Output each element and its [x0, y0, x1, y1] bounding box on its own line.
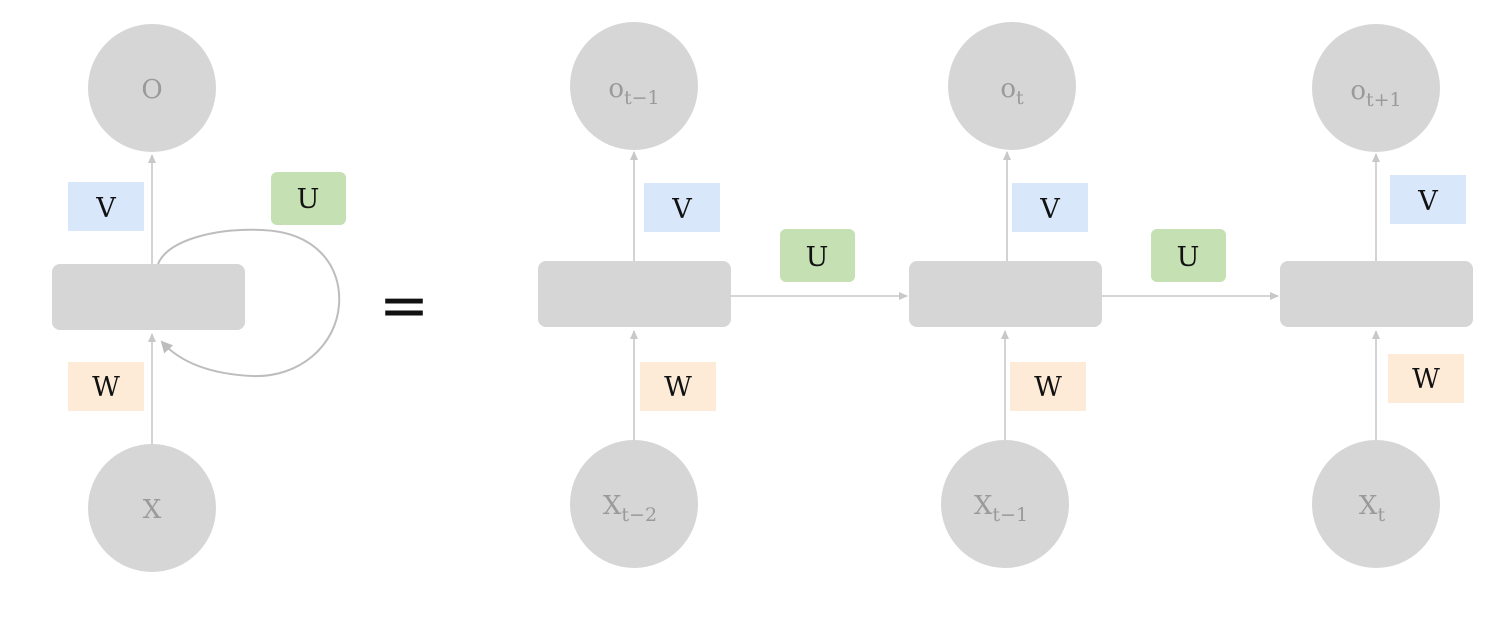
- u-weight-box-2: [1151, 229, 1226, 282]
- folded-w-weight-box: [68, 362, 144, 411]
- folded-v-weight-box: [68, 182, 144, 231]
- u-weight-label-1: U: [806, 242, 829, 273]
- output-label-t-minus-1: ot−1: [608, 74, 659, 109]
- hidden-cell-2: [909, 261, 1102, 327]
- folded-output-label: O: [141, 75, 162, 105]
- u-weight-label-2: U: [1177, 242, 1200, 273]
- unrolled-rnn: ot−1 V W Xt−2 U ot V W: [538, 22, 1473, 568]
- input-label-t-minus-2: Xt−2: [603, 491, 657, 526]
- hidden-cell-3: [1280, 261, 1473, 327]
- v-weight-box-2: [1012, 183, 1088, 232]
- w-weight-box-1: [640, 362, 716, 411]
- folded-hidden-cell: [52, 264, 245, 330]
- folded-u-weight-label: U: [297, 184, 320, 215]
- folded-input-node: [88, 444, 216, 572]
- v-weight-box-1: [644, 183, 720, 232]
- unrolled-step-3: ot+1 V W Xt: [1280, 24, 1473, 568]
- folded-input-label: X: [143, 495, 162, 525]
- v-weight-box-3: [1390, 175, 1466, 224]
- equals-sign: =: [379, 271, 429, 341]
- folded-u-weight-box: [271, 172, 346, 225]
- w-weight-label-2: W: [1034, 372, 1062, 403]
- w-weight-label-3: W: [1412, 364, 1440, 395]
- output-node-t-plus-1: [1312, 24, 1440, 152]
- unrolled-step-1: ot−1 V W Xt−2: [538, 22, 731, 568]
- unrolled-step-2: ot V W Xt−1: [909, 22, 1102, 568]
- input-label-t-minus-1: Xt−1: [974, 491, 1028, 526]
- input-node-t-minus-1: [941, 440, 1069, 568]
- input-node-t-minus-2: [570, 440, 698, 568]
- output-label-t-plus-1: ot+1: [1350, 76, 1401, 111]
- u-weight-box-1: [780, 229, 855, 282]
- folded-rnn: O V U W X: [52, 24, 346, 572]
- output-node-t: [948, 22, 1076, 150]
- hidden-cell-1: [538, 261, 731, 327]
- folded-v-weight-label: V: [95, 193, 116, 224]
- w-weight-box-2: [1010, 362, 1086, 411]
- folded-recurrent-loop: [157, 228, 341, 378]
- input-node-t: [1312, 440, 1440, 568]
- w-weight-box-3: [1388, 354, 1464, 403]
- v-weight-label-2: V: [1039, 194, 1060, 225]
- v-weight-label-1: V: [671, 194, 692, 225]
- output-label-t: ot: [1000, 74, 1024, 109]
- output-node-t-minus-1: [570, 22, 698, 150]
- w-weight-label-1: W: [664, 372, 692, 403]
- v-weight-label-3: V: [1417, 186, 1438, 217]
- folded-output-node: [88, 24, 216, 152]
- input-label-t: Xt: [1359, 491, 1386, 526]
- folded-w-weight-label: W: [92, 372, 120, 403]
